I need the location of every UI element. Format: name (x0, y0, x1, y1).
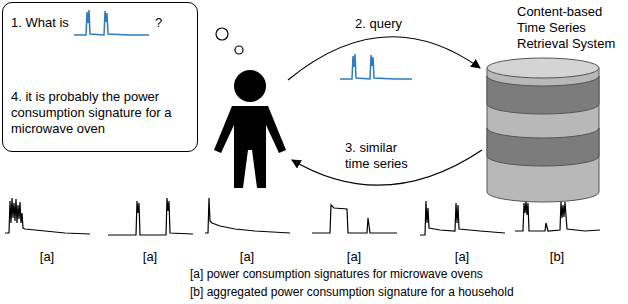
thumbnail-label: [b] (550, 249, 564, 265)
query-signal (340, 54, 412, 79)
database-cylinder: Content-based Time Series Retrieval Syst… (485, 2, 627, 202)
speech-bubble: 1. What is? 4. it is probably the power c… (2, 2, 198, 152)
node-text: ? (155, 15, 162, 31)
cylinder-band (487, 128, 599, 166)
arrow-label: 2. query (355, 16, 402, 32)
node-text: 1. What is (11, 15, 69, 31)
node-text: 4. it is probably the power consumption … (11, 89, 193, 137)
cylinder-band (487, 76, 599, 114)
cylinder-top (487, 58, 599, 78)
node-text: Content-based Time Series Retrieval Syst… (517, 4, 627, 52)
query-arrow (288, 37, 480, 80)
signal-thumbnail (205, 198, 290, 233)
thought-circle (235, 46, 243, 54)
legend-entry: [b] aggregated power consumption signatu… (190, 285, 514, 300)
thumbnail-label: [a] (40, 249, 54, 265)
signal-thumbnail (312, 205, 397, 233)
person-figure (214, 70, 286, 188)
signal-thumbnail (515, 201, 600, 231)
thumbnail-label: [a] (347, 249, 361, 265)
signal-thumbnail (420, 201, 505, 235)
signal-thumbnail (5, 198, 90, 234)
thought-circle (216, 28, 228, 40)
signal-thumbnail (108, 198, 193, 235)
query-signal (74, 10, 149, 35)
thumbnail-label: [a] (143, 249, 157, 265)
thumbnail-label: [a] (455, 249, 469, 265)
thumbnail-label: [a] (240, 249, 254, 265)
legend-entry: [a] power consumption signatures for mic… (190, 267, 483, 282)
cylinder-body (487, 68, 599, 202)
database-shape (485, 56, 603, 206)
arrow-label: 3. similar time series (345, 140, 425, 172)
